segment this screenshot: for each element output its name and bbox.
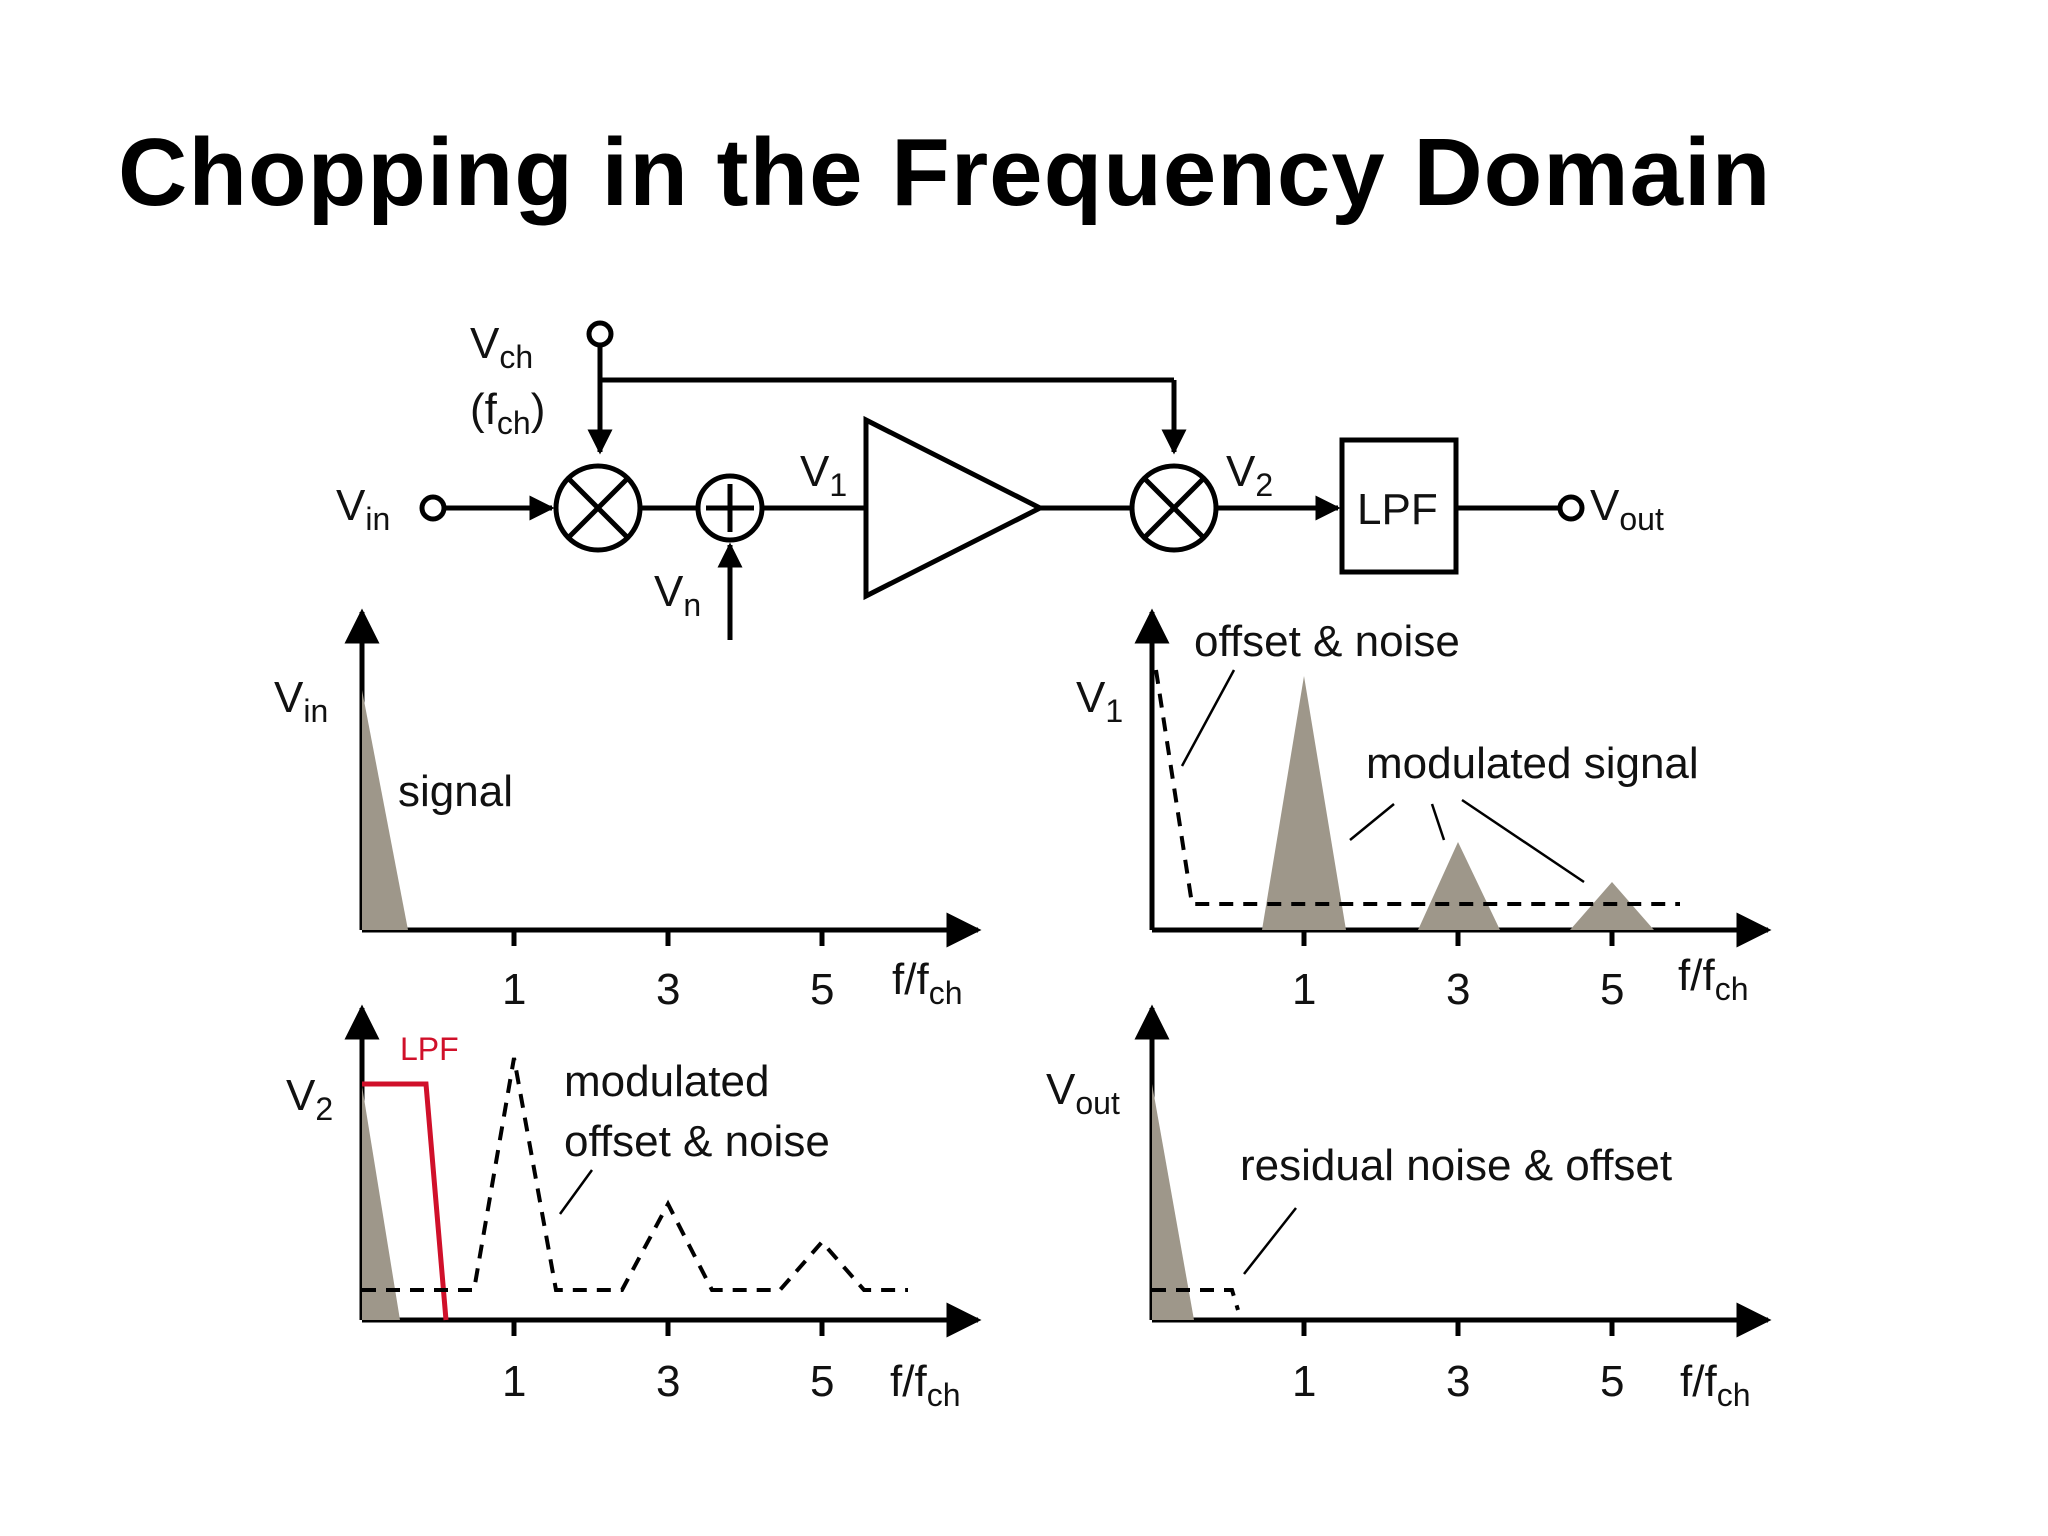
v2-annotation-modulated: modulated: [564, 1057, 769, 1106]
vch-terminal-icon: [586, 320, 614, 348]
v1-node-label: V1: [800, 447, 847, 503]
vout-annotation-leader: [1243, 1207, 1297, 1275]
vin-xlabel: f/fch: [892, 955, 962, 1011]
v1-xlabel: f/fch: [1678, 951, 1748, 1007]
panel-vout: Vout residual noise & offset 1 3 5 f/fch: [1046, 1004, 1772, 1413]
fch-label: (fch): [470, 385, 545, 441]
panel-vin: Vin signal 1 3 5 f/fch: [274, 608, 982, 1014]
v1-tick-label-5: 5: [1600, 965, 1624, 1014]
v1-tick-label-3: 3: [1446, 965, 1470, 1014]
block-diagram: [419, 320, 1585, 640]
v1-tick-label-1: 1: [1292, 965, 1316, 1014]
vch-label: Vch: [470, 319, 533, 375]
v1-annotation-modulated-signal: modulated signal: [1366, 739, 1699, 788]
v2-annotation-leader: [558, 1169, 594, 1215]
vout-tick-label-5: 5: [1600, 1357, 1624, 1406]
panel-v1: V1 offset & noise modulated signal 1 3 5…: [1076, 608, 1772, 1014]
vin-annotation-signal: signal: [398, 767, 513, 816]
v2-tick-label-5: 5: [810, 1357, 834, 1406]
vin-signal-spectrum: [362, 690, 408, 930]
vn-label: Vn: [654, 567, 701, 623]
vin-tick-label-1: 1: [502, 965, 526, 1014]
slide-title: Chopping in the Frequency Domain: [118, 119, 1772, 226]
v2-tick-label-3: 3: [656, 1357, 680, 1406]
vout-label: Vout: [1590, 481, 1664, 537]
v1-ylabel: V1: [1076, 673, 1123, 729]
v2-signal-spectrum: [362, 1086, 400, 1320]
v2-lpf-label: LPF: [400, 1031, 459, 1067]
v1-annotation-offset-noise: offset & noise: [1194, 617, 1460, 666]
vout-ylabel: Vout: [1046, 1065, 1120, 1121]
vout-residual-dashed: [1152, 1288, 1240, 1311]
vin-tick-label-5: 5: [810, 965, 834, 1014]
vin-label: Vin: [336, 481, 390, 537]
lpf-block-label: LPF: [1357, 485, 1438, 534]
v2-tick-label-1: 1: [502, 1357, 526, 1406]
v1-signal-leader-1: [1349, 803, 1395, 841]
vout-tick-label-1: 1: [1292, 1357, 1316, 1406]
v1-offset-leader: [1180, 669, 1236, 767]
v2-xlabel: f/fch: [890, 1357, 960, 1413]
vin-tick-label-3: 3: [656, 965, 680, 1014]
circle-x-mixer-icon: [553, 463, 643, 553]
v1-modulated-signal-peak-3: [1418, 842, 1500, 930]
circle-plus-adder-icon: [695, 473, 765, 543]
v2-ylabel: V2: [286, 1071, 333, 1127]
v1-signal-leader-5: [1461, 798, 1585, 884]
vout-tick-label-3: 3: [1446, 1357, 1470, 1406]
triangle-amplifier-icon: [863, 415, 1046, 601]
vin-terminal-icon: [419, 494, 447, 522]
v1-offset-noise-dashed: [1154, 669, 1680, 906]
v2-annotation-offset-noise: offset & noise: [564, 1117, 830, 1166]
vout-annotation-residual: residual noise & offset: [1240, 1141, 1672, 1190]
v1-signal-leader-3: [1430, 803, 1446, 841]
v2-node-label: V2: [1226, 447, 1273, 503]
circle-x-mixer-icon: [1129, 463, 1219, 553]
vout-xlabel: f/fch: [1680, 1357, 1750, 1413]
panel-v2: V2 LPF modulated offset & noise 1 3 5 f/…: [286, 1004, 982, 1413]
v1-modulated-signal-peak-1: [1262, 676, 1346, 930]
vout-terminal-icon: [1557, 494, 1585, 522]
v2-lpf-response: [362, 1081, 449, 1321]
v2-modulated-offset-noise-dashed: [362, 1057, 908, 1292]
vin-ylabel: Vin: [274, 673, 328, 729]
vout-signal-spectrum: [1152, 1084, 1194, 1320]
